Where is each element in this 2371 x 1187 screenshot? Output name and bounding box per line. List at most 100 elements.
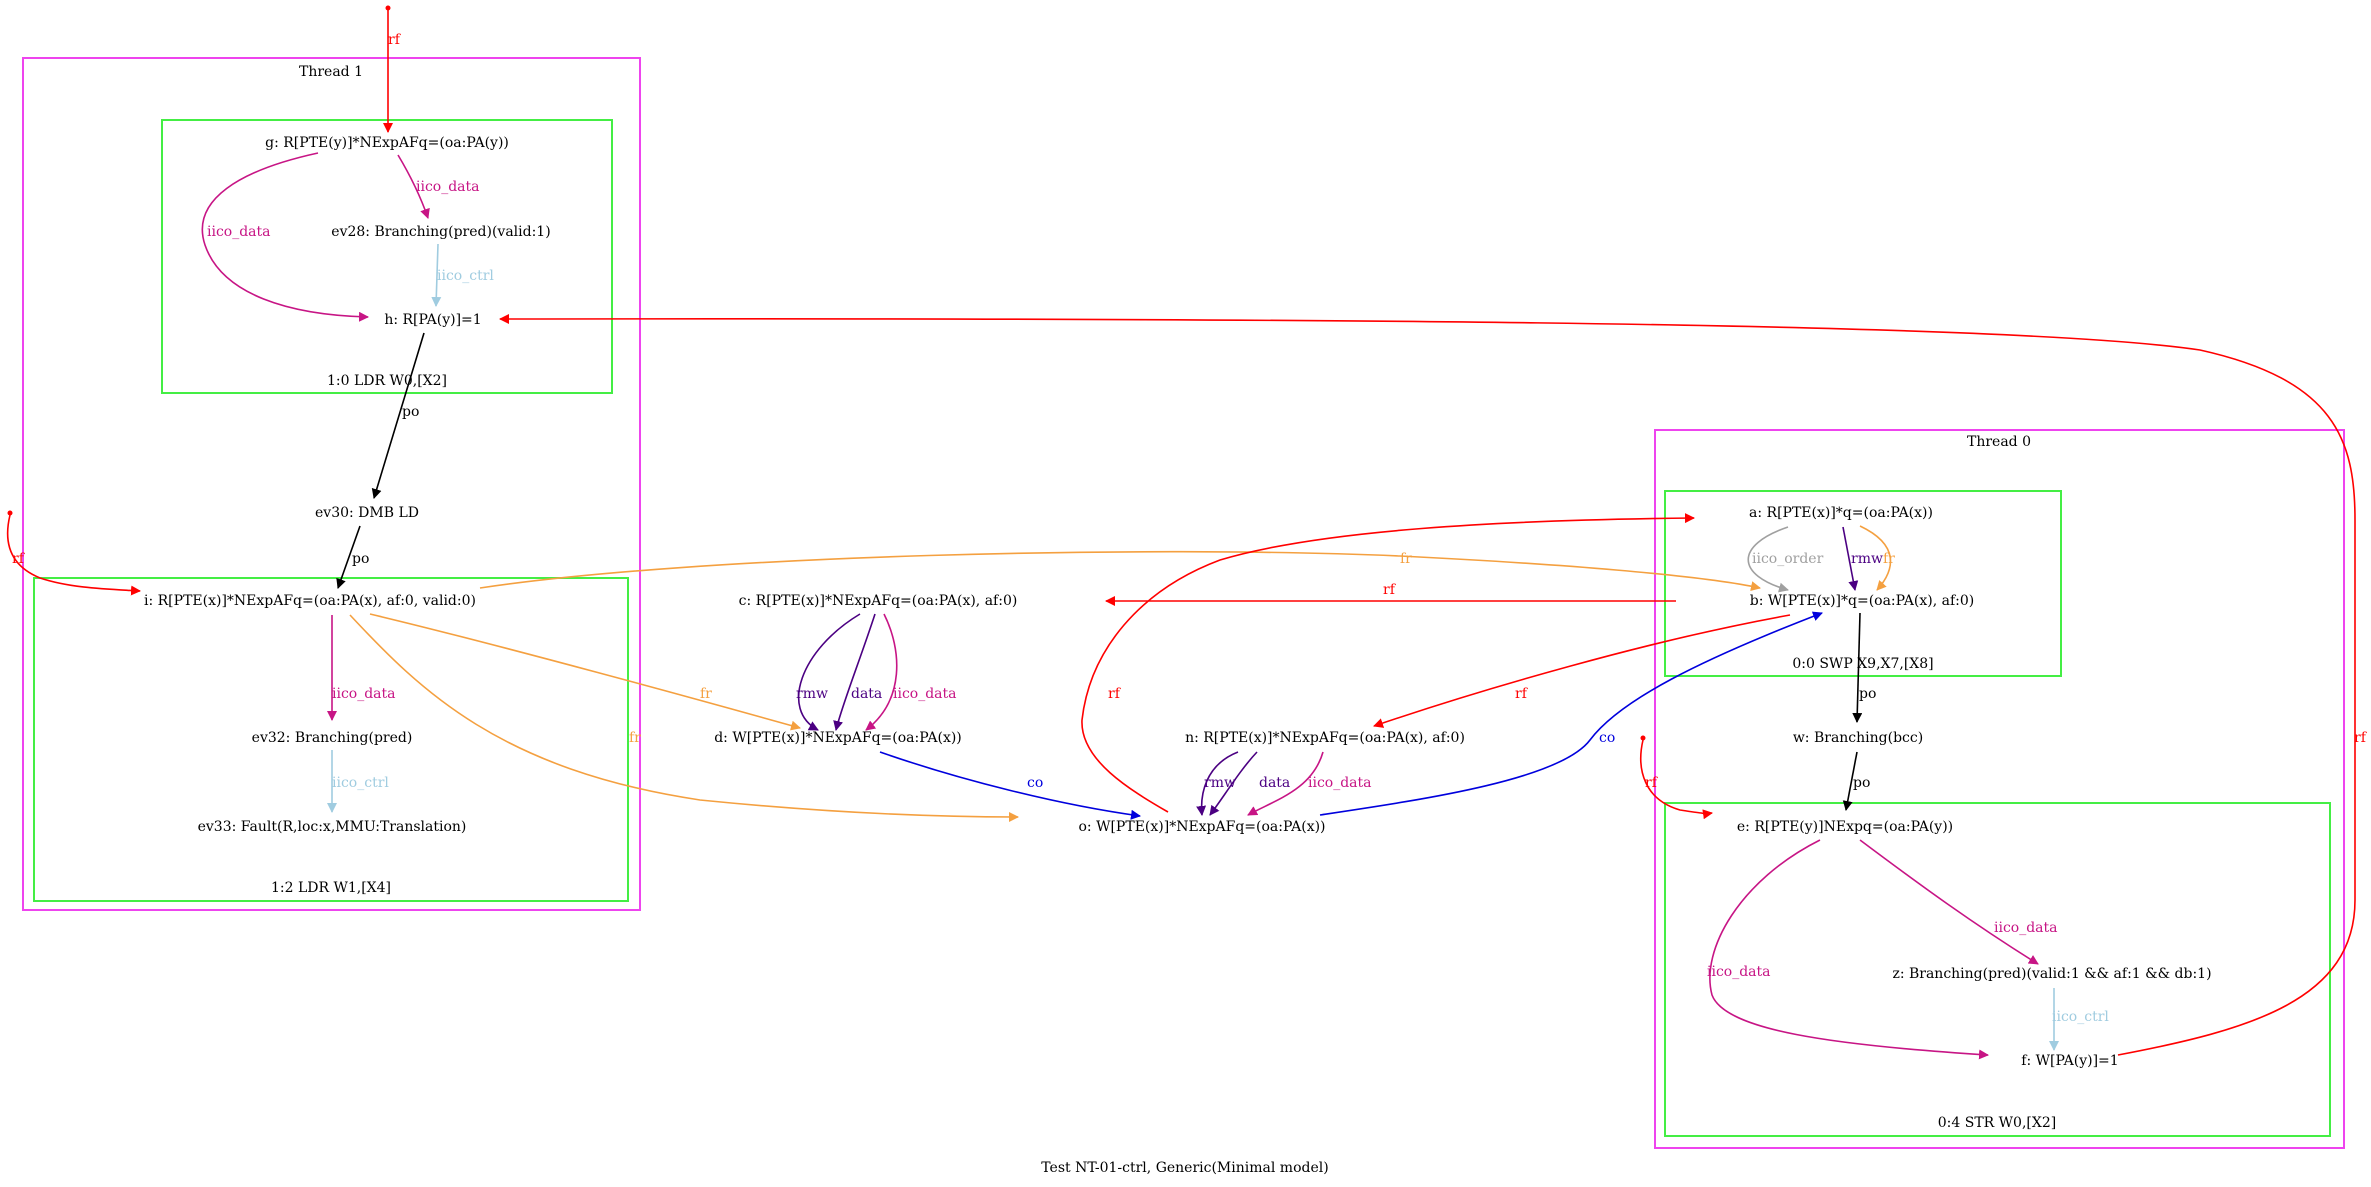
- label-i-o-fr: fr: [629, 730, 641, 746]
- instr-0-0-box: [1664, 490, 2062, 677]
- label-n-o-rmw: rmw: [1204, 775, 1236, 791]
- edge-g-ev28-iico-data: [397, 154, 430, 219]
- nodes: g: R[PTE(y)]*NExpAFq=(oa:PA(y)) ev28: Br…: [144, 135, 2212, 1069]
- label-e-z-iico-data: iico_data: [1994, 920, 2058, 936]
- instr-0-4-label: 0:4 STR W0,[X2]: [1938, 1115, 2056, 1131]
- node-z: z: Branching(pred)(valid:1 && af:1 && db…: [1892, 966, 2211, 982]
- node-f: f: W[PA(y)]=1: [2021, 1053, 2118, 1069]
- label-c-d-data: data: [851, 686, 882, 702]
- edge-e-f-iico-data: [1709, 839, 1989, 1060]
- edge-o-a-rf: [1081, 513, 1695, 813]
- node-d: d: W[PTE(x)]*NExpAFq=(oa:PA(x)): [714, 730, 962, 746]
- label-w-e-po: po: [1853, 775, 1870, 791]
- edge-ev28-h-iico-ctrl: [431, 243, 442, 307]
- edges: [6, 5, 2356, 1060]
- thread-1-box: [22, 57, 641, 911]
- label-n-o-iico-data: iico_data: [1308, 775, 1372, 791]
- label-ev30-i-po: po: [352, 551, 369, 567]
- label-a-b-iico-order: iico_order: [1752, 551, 1824, 567]
- edge-a-b-fr: [1859, 525, 1892, 591]
- node-h: h: R[PA(y)]=1: [384, 312, 481, 328]
- label-a-b-fr: fr: [1883, 551, 1895, 567]
- edge-c-d-iico-data: [865, 613, 898, 731]
- edge-i-d-fr: [369, 613, 801, 731]
- label-o-b-co: co: [1599, 730, 1615, 746]
- edge-rf-init-i: [6, 514, 141, 596]
- rf-source-dot-i: [7, 510, 13, 516]
- instr-1-2-label: 1:2 LDR W1,[X4]: [271, 880, 391, 896]
- instr-1-2-box: [33, 577, 629, 902]
- edge-a-b-iico-order: [1747, 526, 1789, 593]
- label-c-d-rmw: rmw: [796, 686, 828, 702]
- node-g: g: R[PTE(y)]*NExpAFq=(oa:PA(y)): [265, 135, 509, 151]
- edge-b-w-po: [1852, 612, 1863, 723]
- graph-caption: Test NT-01-ctrl, Generic(Minimal model): [1041, 1160, 1328, 1176]
- edge-o-b-co: [1319, 611, 1823, 816]
- label-f-h-rf: rf: [2354, 730, 2368, 746]
- instr-1-0-box: [161, 119, 613, 394]
- edge-g-h-iico-data: [201, 152, 369, 322]
- node-c: c: R[PTE(x)]*NExpAFq=(oa:PA(x), af:0): [739, 593, 1018, 609]
- edge-e-z-iico-data: [1859, 839, 2039, 965]
- rf-source-dot-g: [385, 5, 391, 11]
- edge-c-d-rmw: [797, 613, 861, 731]
- edge-i-o-fr: [349, 614, 1019, 822]
- edge-d-o-co: [879, 751, 1141, 820]
- edge-i-b-fr: [479, 550, 1761, 591]
- instr-1-0-label: 1:0 LDR W0,[X2]: [327, 373, 447, 389]
- edge-ev30-i-po: [336, 525, 361, 589]
- edge-b-n-rf: [1373, 614, 1791, 728]
- node-ev28: ev28: Branching(pred)(valid:1): [331, 224, 550, 240]
- node-i: i: R[PTE(x)]*NExpAFq=(oa:PA(x), af:0, va…: [144, 593, 476, 609]
- edge-a-b-rmw: [1842, 526, 1859, 591]
- edge-w-e-po: [1842, 751, 1858, 811]
- edge-n-o-rmw: [1196, 751, 1239, 816]
- node-o: o: W[PTE(x)]*NExpAFq=(oa:PA(x)): [1078, 819, 1325, 835]
- label-h-ev30-po: po: [402, 404, 419, 420]
- label-e-f-iico-data: iico_data: [1707, 964, 1771, 980]
- label-c-d-iico-data: iico_data: [893, 686, 957, 702]
- label-i-ev32-iico-data: iico_data: [332, 686, 396, 702]
- edge-c-d-data: [833, 613, 876, 731]
- label-g-h-iico-data: iico_data: [207, 224, 271, 240]
- edge-f-h-rf: [499, 313, 2356, 1056]
- edge-labels: rf iico_data iico_data iico_ctrl po po r…: [12, 32, 2368, 1025]
- thread-0-box: [1654, 429, 2345, 1149]
- edge-n-o-data: [1209, 751, 1258, 816]
- label-d-o-co: co: [1027, 775, 1043, 791]
- label-i-b-fr: fr: [1400, 551, 1412, 567]
- label-ev32-ev33-iico-ctrl: iico_ctrl: [332, 775, 389, 791]
- label-rf-init-e: rf: [1645, 775, 1659, 791]
- node-b: b: W[PTE(x)]*q=(oa:PA(x), af:0): [1750, 593, 1974, 609]
- edge-rf-init-e: [1640, 739, 1713, 820]
- rf-source-dot-e: [1640, 735, 1646, 741]
- node-ev33: ev33: Fault(R,loc:x,MMU:Translation): [198, 819, 467, 835]
- label-rf-init-i: rf: [12, 551, 26, 567]
- node-a: a: R[PTE(x)]*q=(oa:PA(x)): [1749, 505, 1933, 521]
- label-n-o-data: data: [1259, 775, 1290, 791]
- thread-1-label: Thread 1: [299, 64, 363, 80]
- edge-h-ev30-po: [371, 332, 425, 499]
- label-z-f-iico-ctrl: iico_ctrl: [2052, 1009, 2109, 1025]
- label-b-c-rf: rf: [1383, 582, 1397, 598]
- node-ev30: ev30: DMB LD: [315, 505, 419, 521]
- node-n: n: R[PTE(x)]*NExpAFq=(oa:PA(x), af:0): [1185, 730, 1465, 746]
- edge-n-o-iico-data: [1247, 751, 1324, 816]
- label-i-d-fr: fr: [700, 686, 712, 702]
- instr-0-4-box: [1664, 802, 2331, 1137]
- label-g-ev28-iico-data: iico_data: [416, 179, 480, 195]
- node-e: e: R[PTE(y)]NExpq=(oa:PA(y)): [1737, 819, 1953, 835]
- node-w: w: Branching(bcc): [1793, 730, 1923, 746]
- cluster-labels: Thread 1 Thread 0 1:0 LDR W0,[X2] 1:2 LD…: [271, 64, 2056, 1131]
- clusters: [22, 57, 2345, 1149]
- label-a-b-rmw: rmw: [1851, 551, 1883, 567]
- thread-0-label: Thread 0: [1967, 434, 2031, 450]
- label-ev28-h-iico-ctrl: iico_ctrl: [437, 268, 494, 284]
- label-o-a-rf: rf: [1108, 686, 1122, 702]
- label-rf-init-g: rf: [388, 32, 402, 48]
- label-b-n-rf: rf: [1515, 686, 1529, 702]
- instr-0-0-label: 0:0 SWP X9,X7,[X8]: [1792, 656, 1933, 672]
- label-b-w-po: po: [1859, 686, 1876, 702]
- node-ev32: ev32: Branching(pred): [252, 730, 413, 746]
